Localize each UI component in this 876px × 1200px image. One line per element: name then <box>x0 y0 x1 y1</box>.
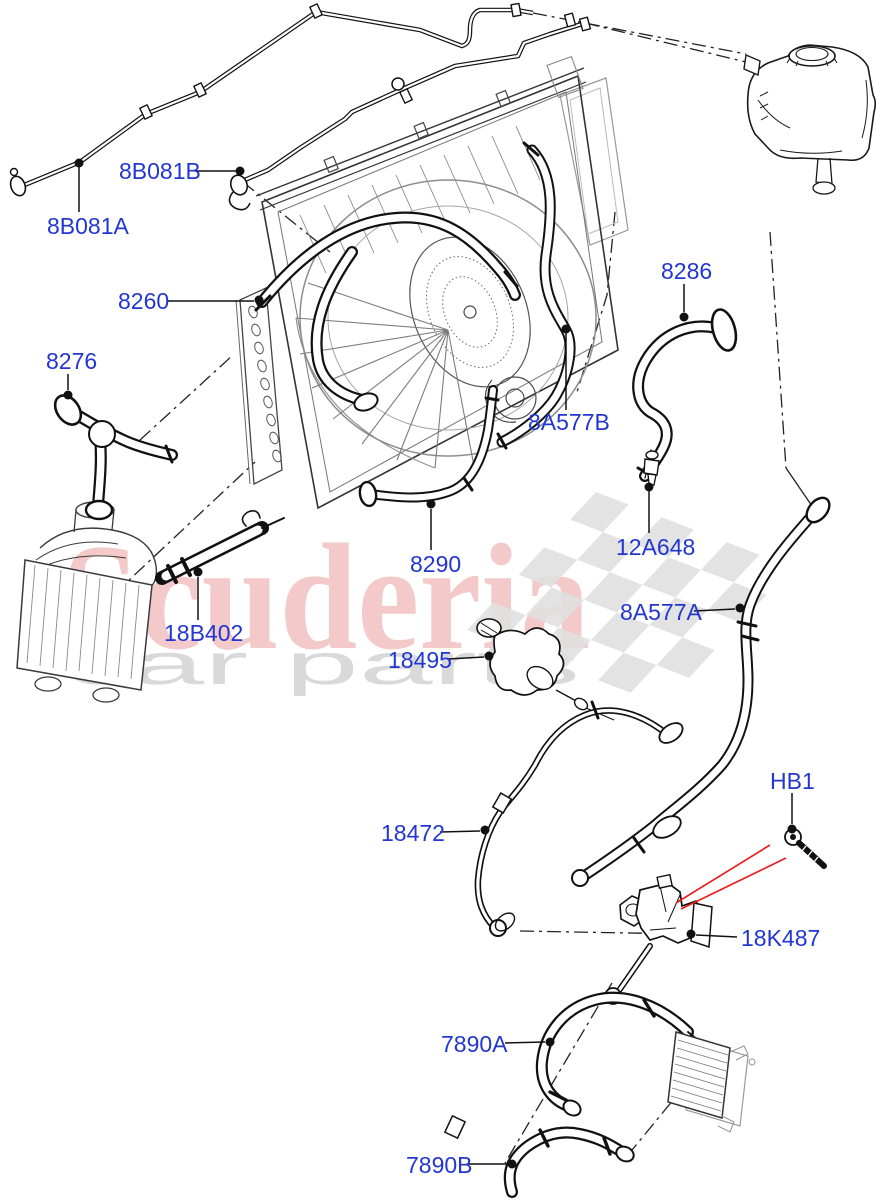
pipe-8290-drawing <box>358 385 500 508</box>
pipe-end-fitting <box>9 167 19 177</box>
tank-inlet <box>743 53 761 77</box>
part-label-8B081B[interactable]: 8B081B <box>119 158 201 184</box>
valve-18495-drawing <box>476 618 615 721</box>
red-callout-arrows <box>675 844 787 910</box>
hose-7890B-drawing <box>443 1114 635 1198</box>
part-label-8A577B[interactable]: 8A577B <box>528 409 610 435</box>
hose-clamp <box>164 444 174 464</box>
hose-8260-drawing <box>254 211 521 312</box>
hose-clamp <box>632 836 646 854</box>
pipe-8B081B-drawing <box>228 12 592 211</box>
hose-end-connector <box>84 499 114 521</box>
part-label-7890B[interactable]: 7890B <box>406 1152 473 1178</box>
part-label-12A648[interactable]: 12A648 <box>616 534 696 560</box>
bolt-HB1-drawing <box>784 828 827 869</box>
sensor-12A648-drawing <box>643 450 660 486</box>
pipe-18B402-drawing <box>155 510 285 585</box>
pipe-end-fitting <box>228 191 251 211</box>
part-label-HB1[interactable]: HB1 <box>770 768 815 794</box>
pipe-clip <box>443 1114 467 1140</box>
hose-clamp <box>548 998 656 1102</box>
pipe-8B081A-drawing <box>9 2 534 197</box>
hose-clamp <box>538 1128 612 1156</box>
part-label-7890A[interactable]: 7890A <box>441 1031 508 1057</box>
pipe-18472-drawing <box>474 700 684 937</box>
part-label-18B402[interactable]: 18B402 <box>164 620 244 646</box>
oil-cooler-drawing <box>667 1031 756 1133</box>
hose-lower-left-drawing <box>310 246 379 412</box>
hose-flange <box>652 815 682 839</box>
leader-lines <box>63 158 797 1169</box>
part-label-8276[interactable]: 8276 <box>46 348 98 374</box>
part-label-18K487[interactable]: 18K487 <box>741 925 821 951</box>
hose-clamp <box>736 620 760 642</box>
fan-blades <box>295 282 475 469</box>
hose-clamp <box>590 700 600 720</box>
pipe-clip <box>491 792 513 814</box>
valve-18K487-drawing <box>604 873 713 1005</box>
hose-end-fitting <box>571 869 589 887</box>
hose-end-connector <box>805 496 831 524</box>
pipe-hook-clip <box>241 510 261 527</box>
part-label-8290[interactable]: 8290 <box>410 551 462 577</box>
hose-7890A-drawing <box>535 991 699 1117</box>
pipe-end-cap <box>358 480 378 508</box>
assembly-line-tail <box>785 467 813 507</box>
radiator-assembly-drawing <box>235 55 629 510</box>
y-junction <box>88 420 116 448</box>
hose-end-connector <box>562 1099 582 1117</box>
hose-end-connector <box>53 394 83 426</box>
pipe-flange <box>658 722 684 744</box>
part-label-8B081A[interactable]: 8B081A <box>47 213 129 239</box>
hose-end-connector <box>615 1145 635 1163</box>
hose-end-connector <box>710 308 738 352</box>
hose-clamp <box>166 557 192 584</box>
expansion-tank-drawing <box>743 44 876 195</box>
pipe-end-fitting <box>489 919 507 937</box>
hose-clamp <box>496 141 540 450</box>
pipe-hook-clip <box>391 77 405 91</box>
hose-8276-drawing <box>53 394 178 521</box>
part-label-18472[interactable]: 18472 <box>381 820 445 846</box>
hose-clamp <box>254 270 519 312</box>
tank-cap <box>788 45 836 67</box>
part-label-8260[interactable]: 8260 <box>118 288 170 314</box>
hose-clamp <box>462 396 500 492</box>
part-label-8286[interactable]: 8286 <box>661 258 713 284</box>
part-label-18495[interactable]: 18495 <box>388 647 452 673</box>
part-label-8A577A[interactable]: 8A577A <box>620 599 702 625</box>
hose-8A577A-drawing <box>571 496 831 887</box>
